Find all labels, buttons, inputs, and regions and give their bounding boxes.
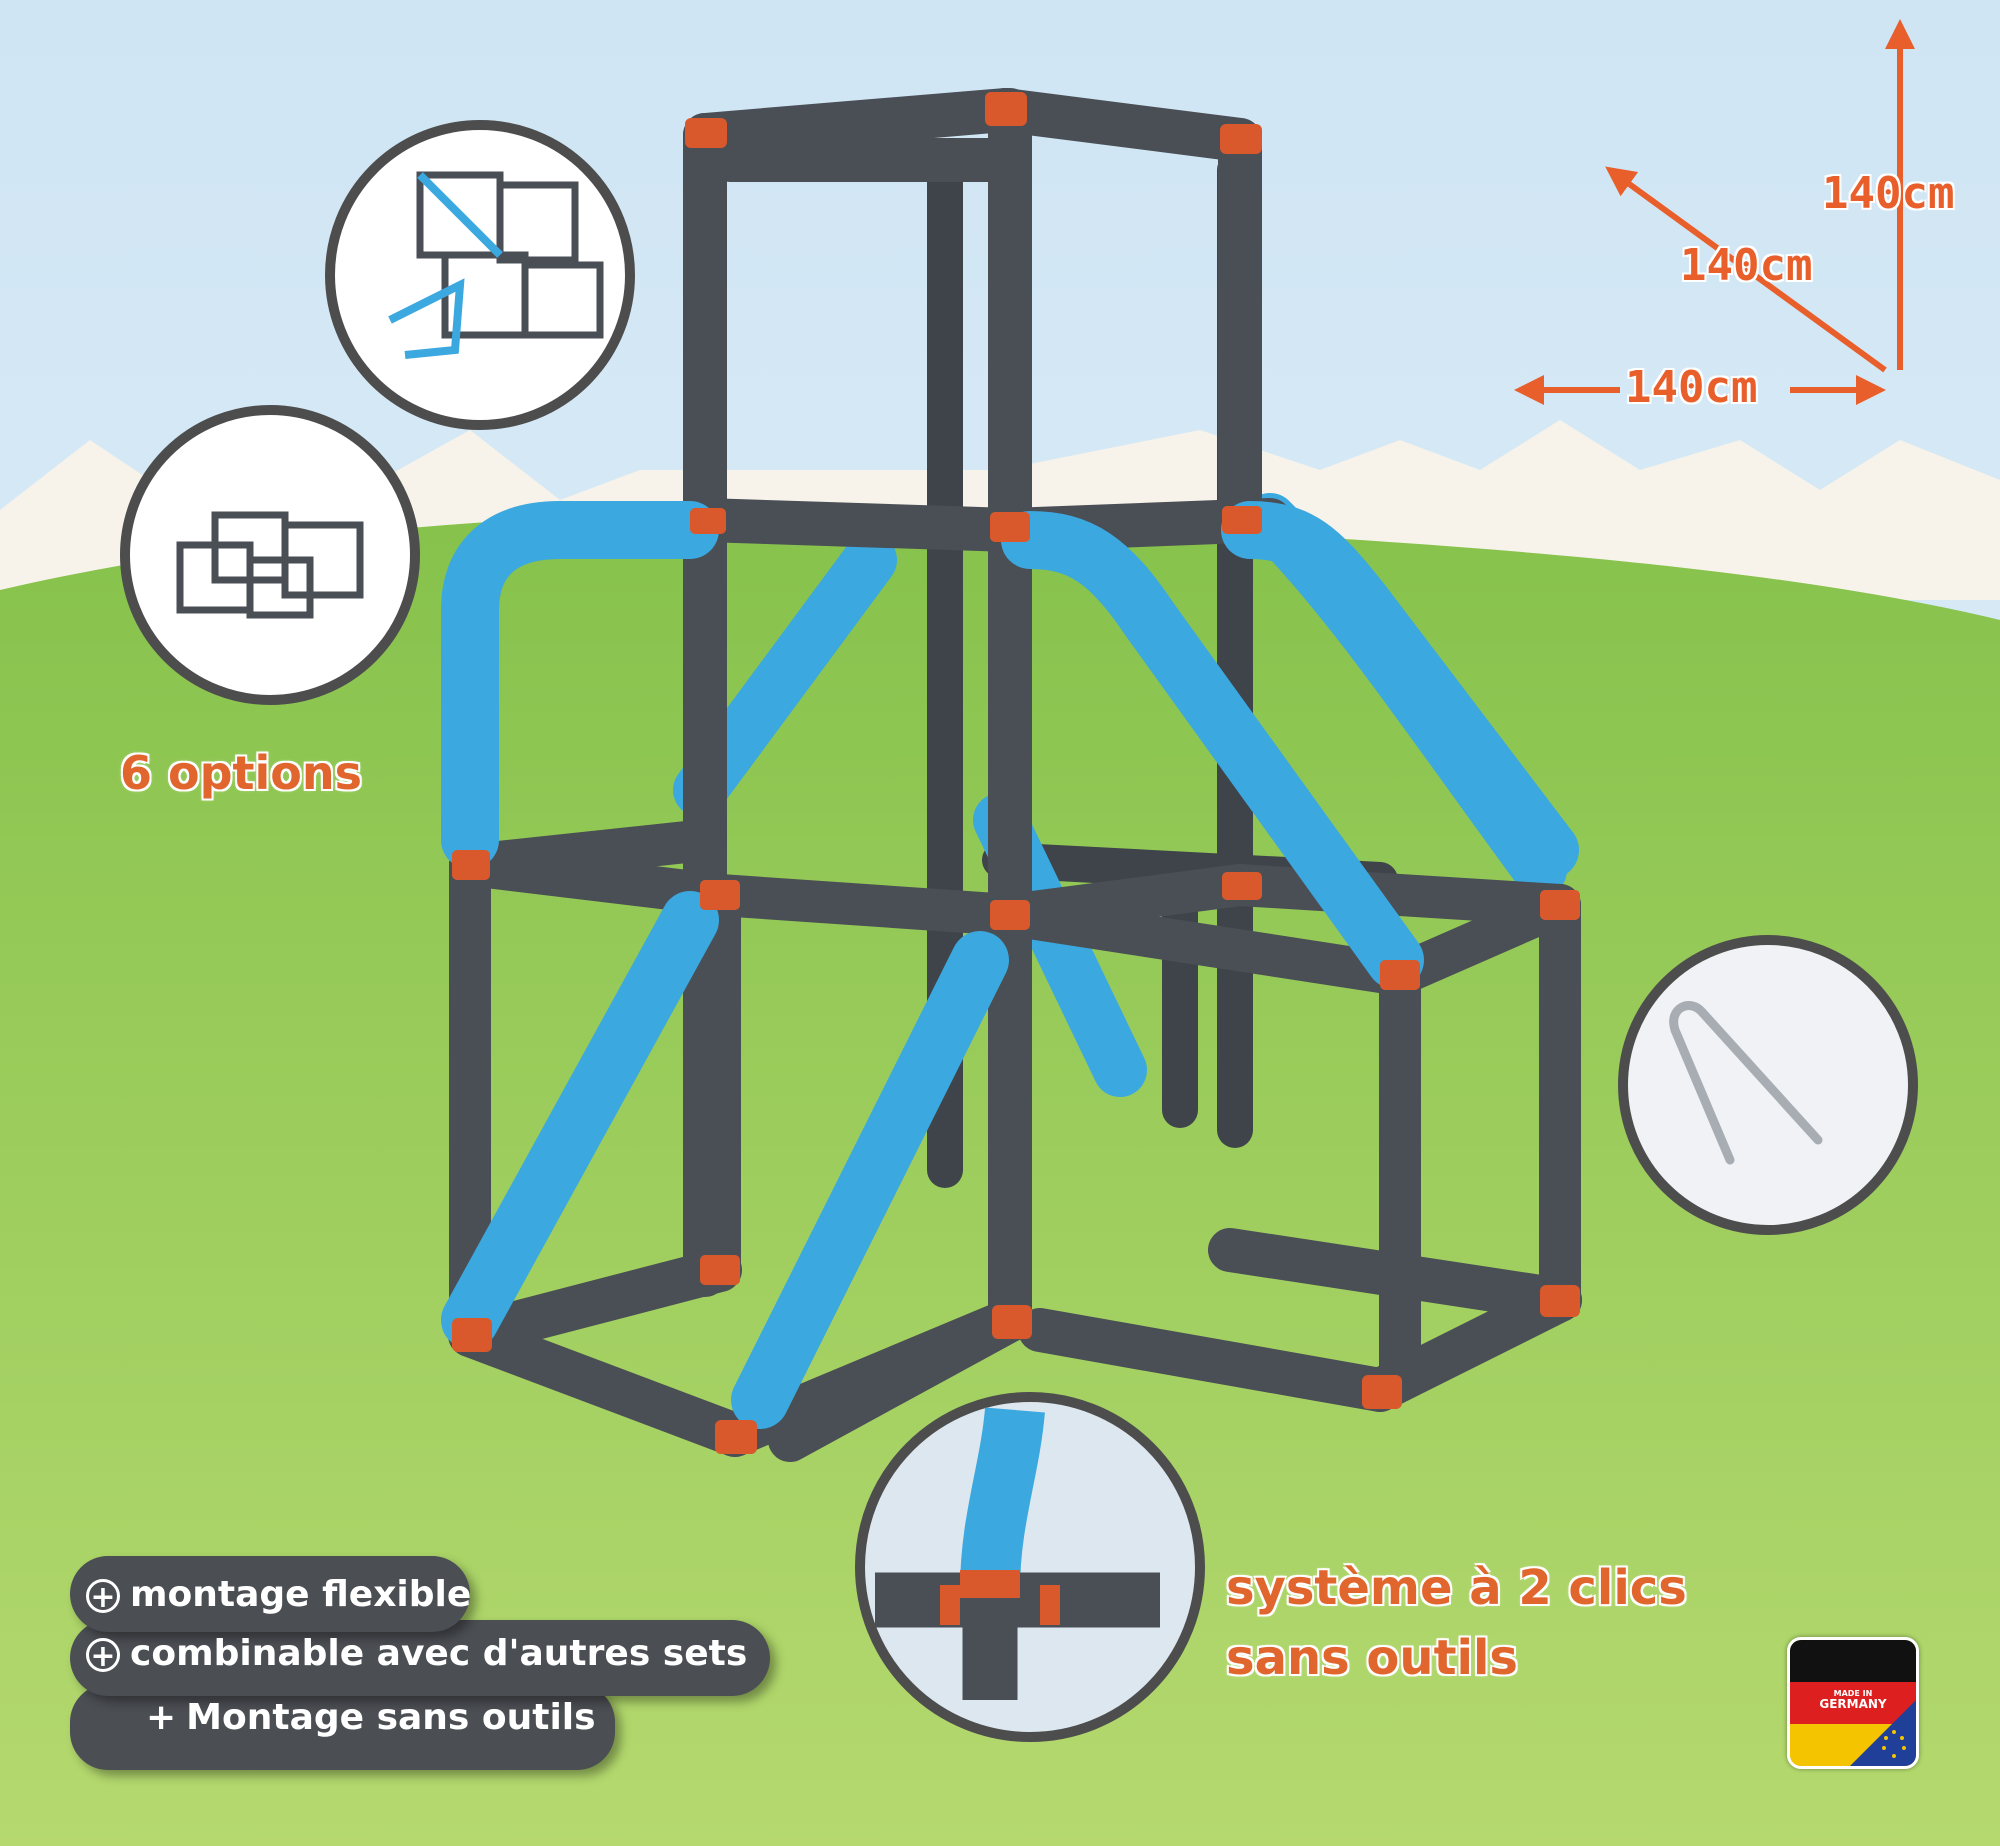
feature-pill-2-background — [70, 1620, 770, 1696]
layout-option-1-inset — [325, 120, 635, 430]
plus-circle-icon: + — [86, 1579, 120, 1614]
click-system-label-line1: système à 2 clics — [1226, 1560, 1687, 1616]
feature-text: montage flexible — [130, 1574, 472, 1615]
feature-item-3: +Montage sans outils — [146, 1697, 596, 1738]
depth-dimension-label: 140cm — [1680, 240, 1813, 291]
plus-circle-icon: + — [86, 1638, 120, 1673]
badge-made-text: MADE IN — [1833, 1689, 1873, 1698]
connector-closeup-inset — [855, 1392, 1205, 1742]
badge-text: MADE IN GERMANY — [1790, 1688, 1916, 1710]
layout-option-2-inset — [120, 405, 420, 705]
height-dimension-label: 140cm — [1822, 168, 1955, 219]
badge-country-text: GERMANY — [1819, 1697, 1887, 1711]
options-label: 6 options — [120, 746, 363, 800]
feature-text: Montage sans outils — [186, 1697, 596, 1738]
feature-pill-3-background — [70, 1684, 615, 1770]
german-flag-icon — [1790, 1640, 1916, 1766]
made-in-germany-badge: MADE IN GERMANY — [1787, 1637, 1919, 1769]
click-system-label-line2: sans outils — [1226, 1630, 1518, 1686]
feature-item-1: + montage flexible — [86, 1574, 471, 1615]
climbing-frame-illustration — [441, 88, 1582, 1462]
plus-sign-icon: + — [146, 1697, 177, 1738]
feature-item-2: + combinable avec d'autres sets — [86, 1633, 747, 1674]
feature-text: combinable avec d'autres sets — [130, 1633, 748, 1674]
feature-pill-1-background — [70, 1556, 470, 1632]
width-dimension-label: 140cm — [1625, 362, 1758, 413]
ground-peg-inset — [1618, 935, 1918, 1235]
dimension-arrows — [1514, 19, 1915, 405]
